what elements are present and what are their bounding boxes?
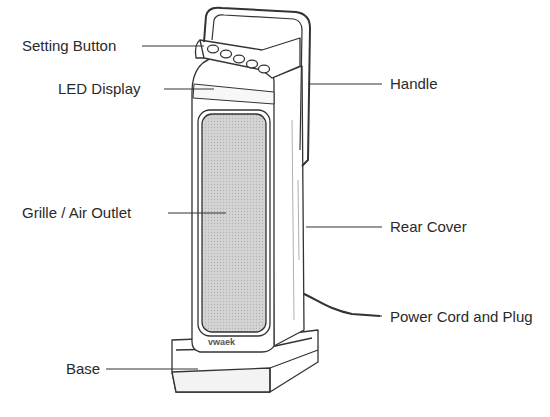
part-label: Handle xyxy=(390,75,438,93)
part-label: Setting Button xyxy=(22,37,116,55)
part-label: LED Display xyxy=(58,80,141,98)
part-label: Power Cord and Plug xyxy=(390,308,533,326)
part-label: Base xyxy=(66,360,100,378)
brand-logo: vwaek xyxy=(208,337,235,347)
part-label: Rear Cover xyxy=(390,218,467,236)
part-label: Grille / Air Outlet xyxy=(22,204,131,222)
